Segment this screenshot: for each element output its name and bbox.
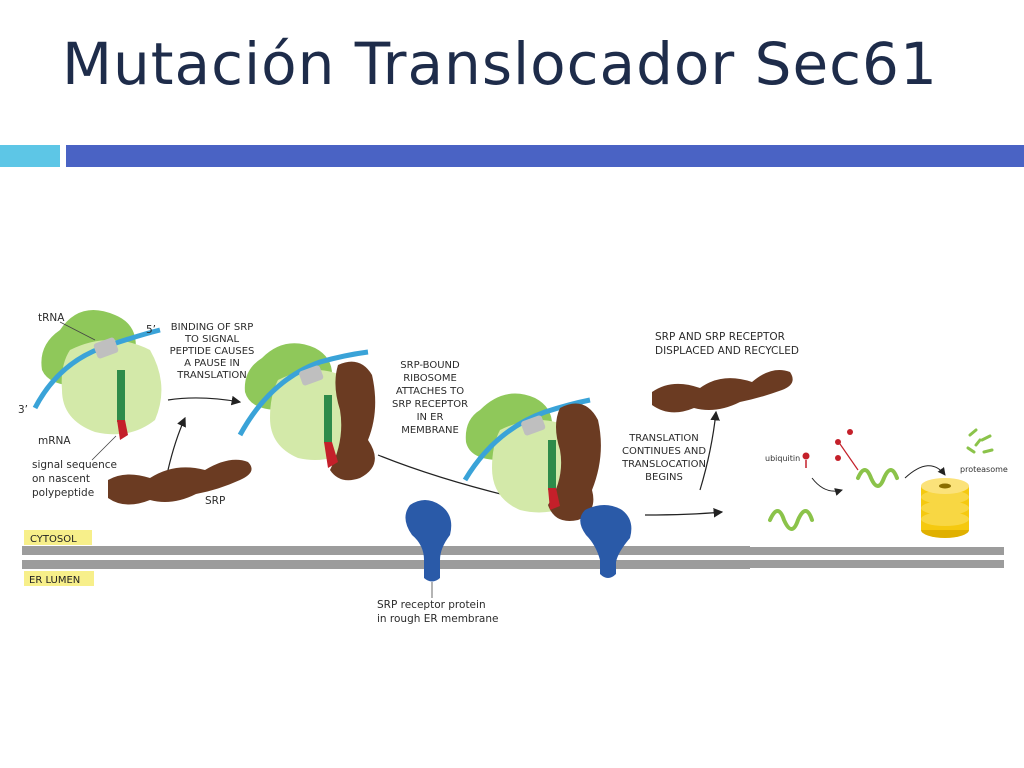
- step3-line2: DISPLACED AND RECYCLED: [655, 345, 799, 357]
- step4-line3: TRANSLOCATION: [621, 459, 706, 470]
- srp-particle: [108, 459, 252, 505]
- title-accent-bar-left: [0, 145, 60, 167]
- ubiquitin-chain-3: [835, 455, 841, 461]
- step1-arrow: [167, 395, 242, 406]
- step3-line1: SRP AND SRP RECEPTOR: [655, 331, 785, 343]
- mrna-label: mRNA: [38, 435, 71, 447]
- signal-sequence-label-1: signal sequence: [32, 459, 117, 471]
- srp-label: SRP: [205, 495, 225, 507]
- step1-line2: TO SIGNAL: [184, 334, 240, 345]
- step1-line5: TRANSLATION: [176, 370, 247, 381]
- cytosol-tag-bg: [24, 530, 92, 545]
- ubiquitin-label: ubiquitin: [765, 454, 800, 463]
- ribosome-stage-3: [462, 393, 601, 521]
- ubiquitin-chain-2: [847, 429, 853, 435]
- recycle-arrow: [699, 410, 720, 491]
- step4-line2: CONTINUES AND: [622, 446, 706, 457]
- signal-sequence-label-2: on nascent: [32, 473, 90, 485]
- ubiquitin-chain-link: [839, 443, 859, 471]
- peptide-fragments: [966, 428, 994, 454]
- slide-title: Mutación Translocador Sec61: [62, 30, 938, 98]
- step2-line3: ATTACHES TO: [396, 386, 464, 397]
- step4-arrow: [644, 508, 724, 518]
- srp-binding-arrow: [167, 416, 186, 471]
- step1-line1: BINDING OF SRP: [171, 322, 253, 333]
- signal-sequence-leader: [91, 435, 117, 461]
- receptor-label-2: in rough ER membrane: [377, 613, 498, 625]
- five-prime-label: 5’: [146, 324, 156, 336]
- ribosome-stage-2: [237, 343, 376, 481]
- receptor-label-1: SRP receptor protein: [377, 599, 486, 611]
- ubiquitination-arrow: [811, 477, 843, 496]
- degradation-arrow: [904, 465, 946, 479]
- signal-sequence-label-3: polypeptide: [32, 487, 94, 499]
- srp-receptor-docked: [580, 505, 632, 578]
- er-lumen-label: ER LUMEN: [29, 575, 80, 586]
- step4-line1: TRANSLATION: [628, 433, 699, 444]
- step2-line6: MEMBRANE: [401, 425, 459, 436]
- cytosol-label: CYTOSOL: [30, 534, 77, 545]
- step2-line5: IN ER: [417, 412, 444, 423]
- ubiquitin-chain-1: [835, 439, 841, 445]
- ribosome-stage-1: [32, 310, 162, 440]
- trna-leader: [59, 321, 96, 341]
- srp-receptor-free: [405, 500, 452, 582]
- step1-line3: PEPTIDE CAUSES: [170, 346, 255, 357]
- proteasome-label: proteasome: [960, 465, 1008, 474]
- er-membrane: [22, 546, 1004, 569]
- ubiquitin-free: [802, 452, 810, 460]
- step4-line4: BEGINS: [645, 472, 683, 483]
- ubiquitinated-protein: [856, 468, 899, 488]
- step1-line4: A PAUSE IN: [184, 358, 240, 369]
- step2-line2: RIBOSOME: [403, 373, 457, 384]
- step2-line4: SRP RECEPTOR: [392, 399, 468, 410]
- er-lumen-tag-bg: [24, 571, 94, 586]
- three-prime-label: 3’: [18, 404, 28, 416]
- title-accent-bar-right: [66, 145, 1024, 167]
- step2-line1: SRP-BOUND: [400, 360, 460, 371]
- misfolded-protein: [768, 509, 814, 531]
- srp-recycled: [652, 369, 793, 413]
- proteasome: [921, 478, 969, 538]
- trna-label: tRNA: [38, 312, 65, 324]
